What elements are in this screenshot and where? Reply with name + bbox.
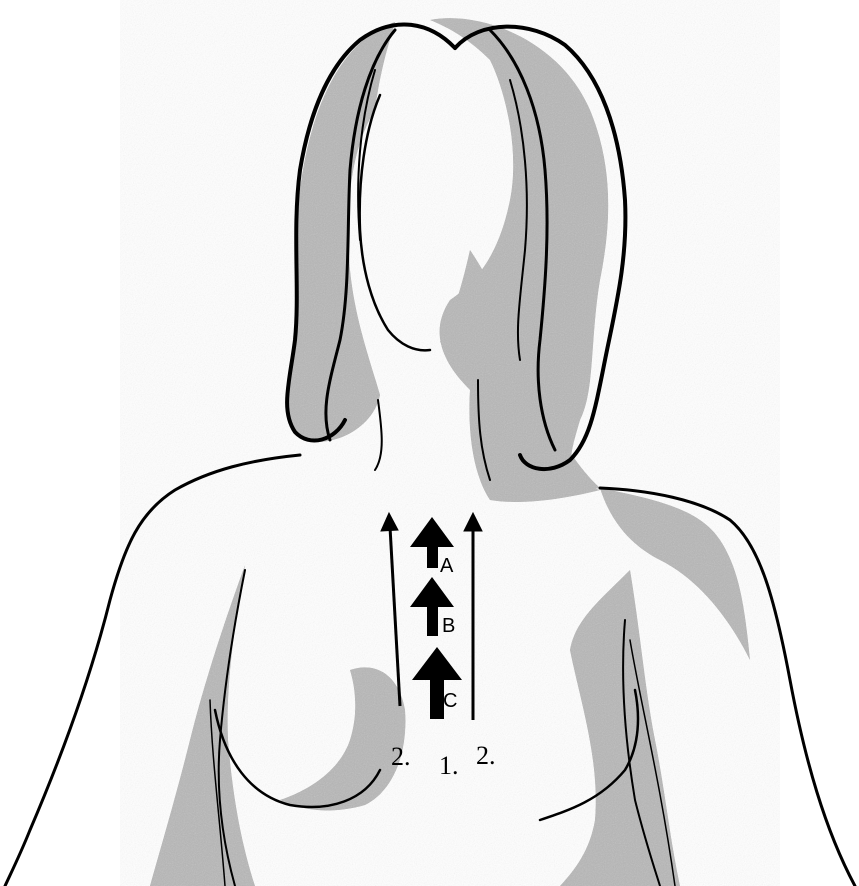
face-outline — [360, 95, 430, 350]
hair-left-shade — [287, 22, 395, 442]
center-line-label: 1. — [439, 751, 459, 780]
arrow-a-head — [410, 517, 454, 547]
arrow-c-head — [412, 647, 462, 680]
neck-left — [375, 400, 382, 470]
arrow-a-label: A — [440, 555, 454, 577]
arrow-b-label: B — [442, 615, 455, 637]
arrow-c-label: C — [443, 690, 457, 712]
left-breast-shade — [280, 667, 405, 810]
arrow-c-shaft — [430, 679, 444, 719]
outlines — [5, 24, 855, 886]
arrow-b-head — [410, 577, 454, 607]
shoulder-left — [5, 455, 300, 886]
left-torso-shade — [150, 565, 255, 886]
arrow-b-shaft — [427, 606, 438, 636]
left-line-shaft — [390, 527, 400, 706]
right-torso-shade — [560, 570, 680, 886]
right-line-label: 2. — [476, 741, 496, 770]
right-line-arrowhead — [464, 513, 482, 531]
left-line-label: 2. — [391, 742, 411, 771]
arrow-a-shaft — [427, 546, 438, 568]
left-line-arrowhead — [381, 513, 398, 531]
